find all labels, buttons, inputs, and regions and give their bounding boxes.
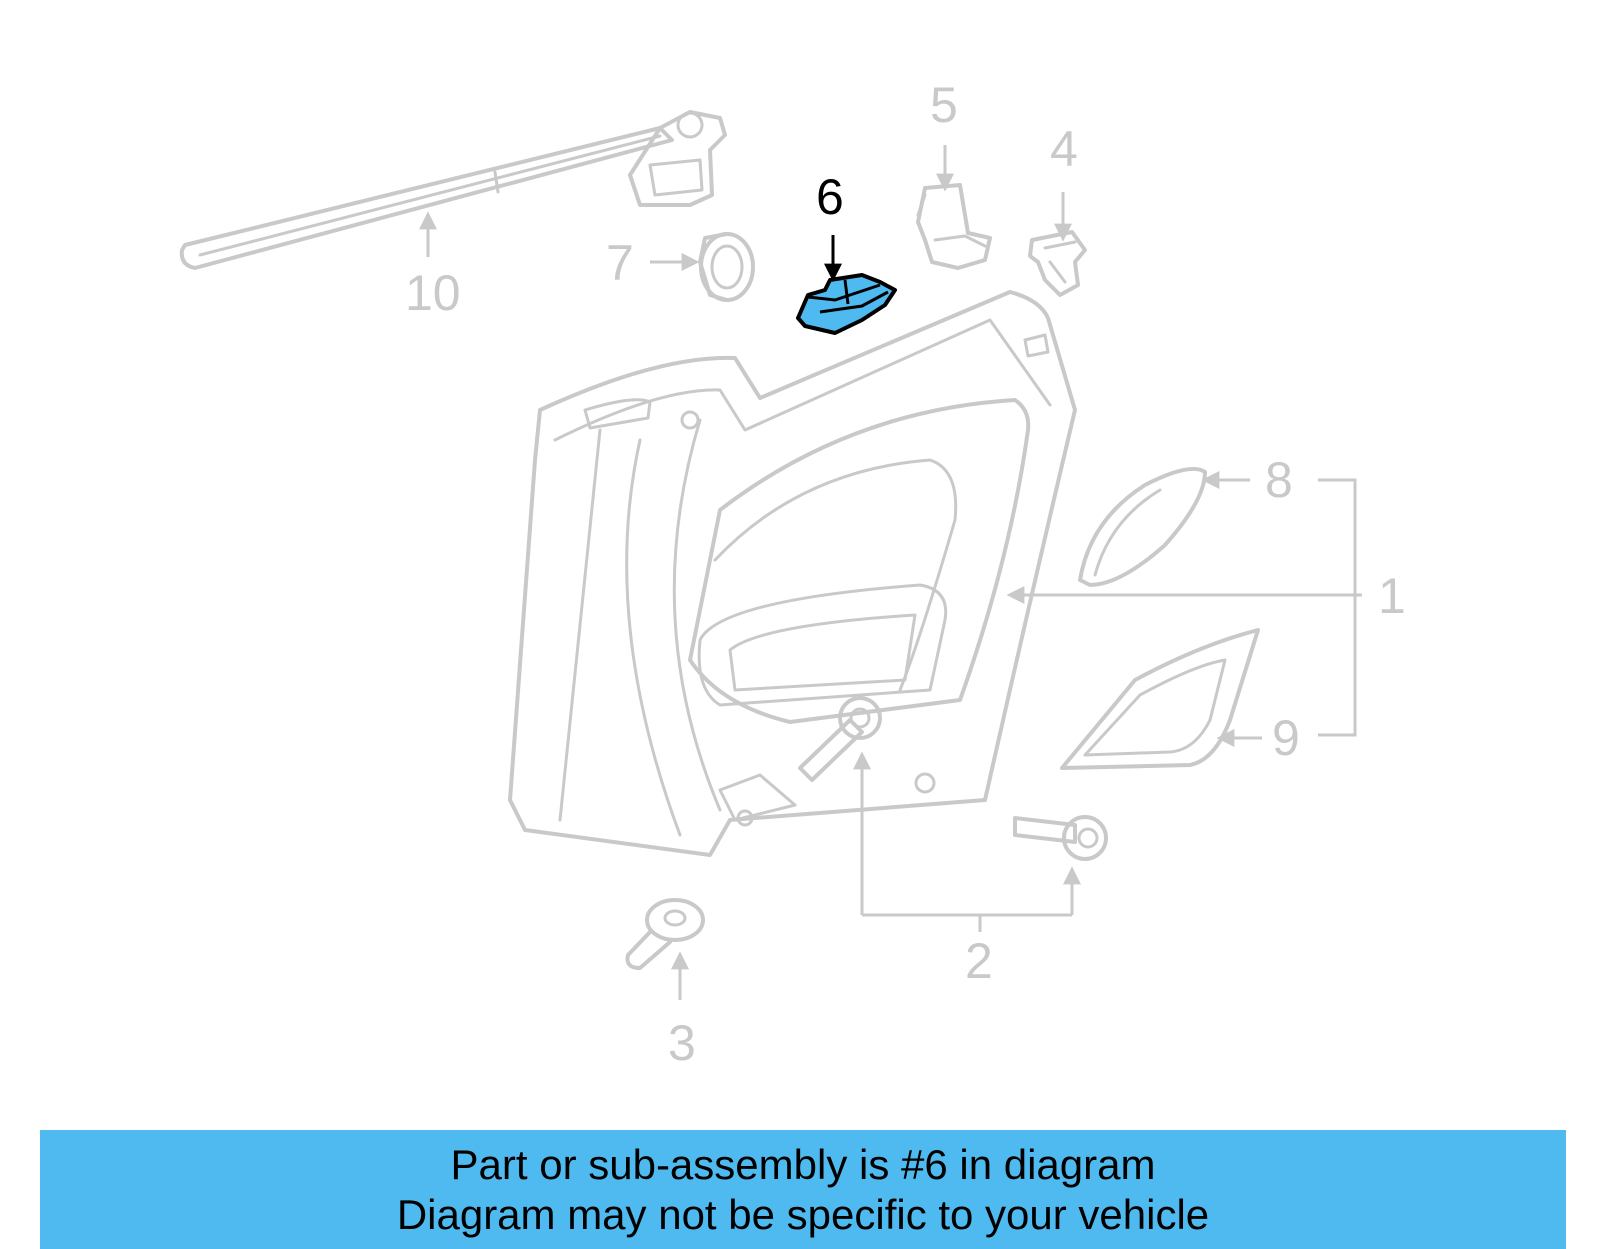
part-7-grommet[interactable] bbox=[698, 232, 755, 302]
callout-10: 10 bbox=[405, 265, 461, 321]
callout-2: 2 bbox=[965, 933, 993, 989]
part-2-screw-right[interactable] bbox=[1013, 815, 1108, 861]
part-4-clip[interactable] bbox=[1028, 230, 1087, 297]
banner-line-1: Part or sub-assembly is #6 in diagram bbox=[450, 1141, 1156, 1188]
part-9-cover[interactable] bbox=[1060, 628, 1260, 770]
part-5-clip[interactable] bbox=[916, 183, 992, 270]
part-6-clip-highlighted[interactable] bbox=[796, 273, 897, 335]
callout-9: 9 bbox=[1272, 710, 1300, 766]
bracket-1 bbox=[1318, 478, 1357, 737]
banner-line-2: Diagram may not be specific to your vehi… bbox=[396, 1191, 1210, 1238]
callout-3: 3 bbox=[668, 1015, 696, 1071]
callout-8: 8 bbox=[1265, 452, 1293, 508]
callout-6: 6 bbox=[816, 169, 844, 225]
part-3-push-clip[interactable] bbox=[625, 898, 705, 970]
info-banner: Part or sub-assembly is #6 in diagram Di… bbox=[40, 1130, 1566, 1249]
callout-4: 4 bbox=[1050, 121, 1078, 177]
part-8-cover[interactable] bbox=[1078, 467, 1207, 587]
callout-7: 7 bbox=[606, 235, 634, 291]
callout-5: 5 bbox=[930, 77, 958, 133]
part-2-screw-left[interactable] bbox=[798, 696, 882, 782]
part-1-quarter-panel[interactable] bbox=[508, 290, 1077, 857]
callout-1: 1 bbox=[1378, 568, 1406, 624]
part-10-weatherstrip[interactable] bbox=[179, 110, 727, 270]
